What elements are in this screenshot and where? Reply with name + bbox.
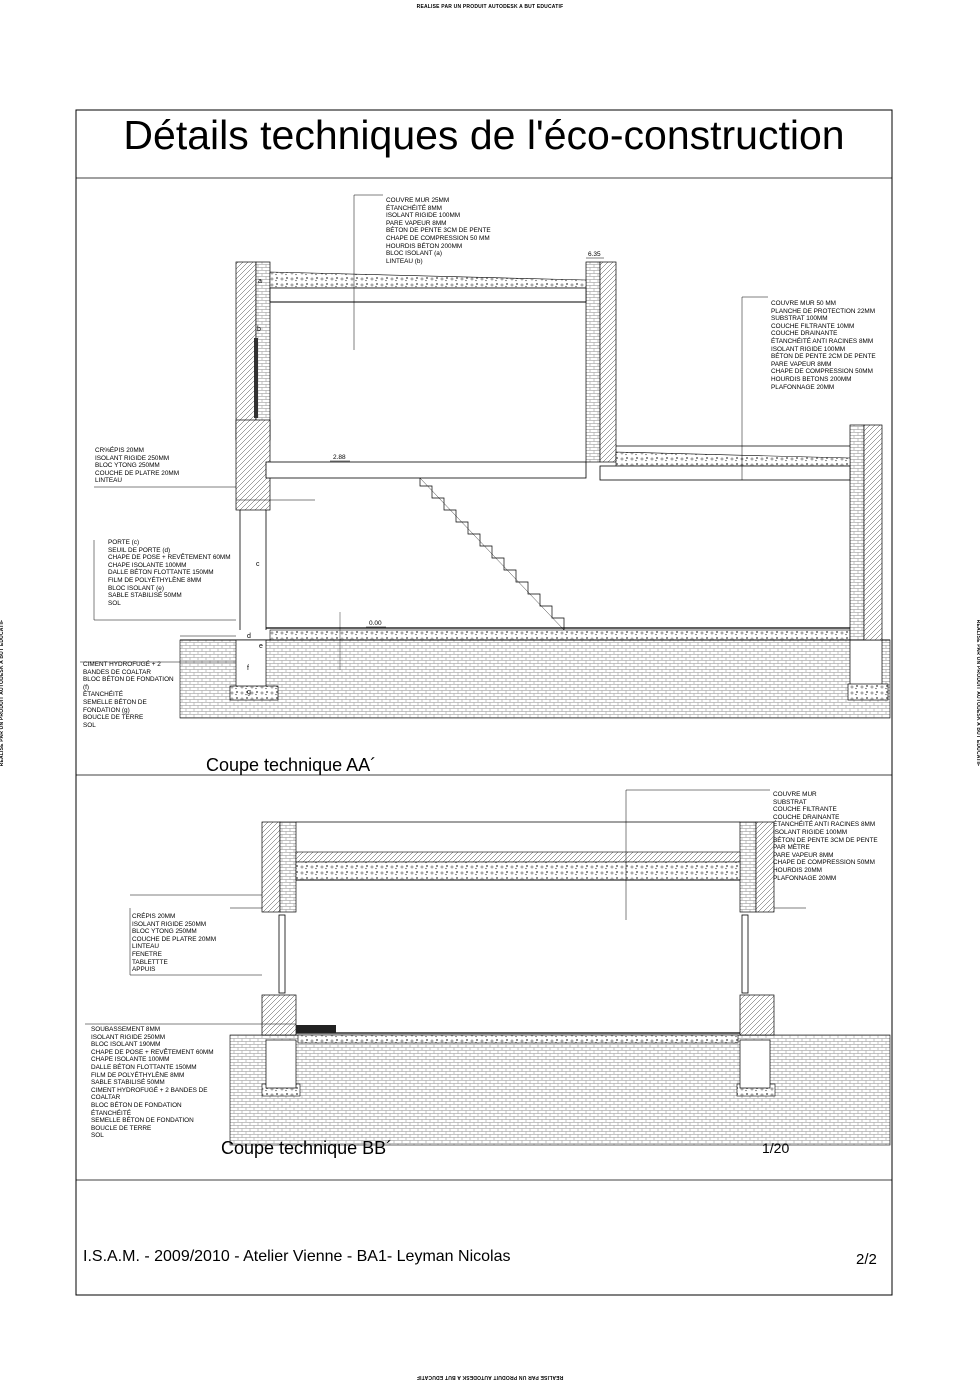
page-title: Détails techniques de l'éco-construction bbox=[123, 112, 845, 158]
section-bb-drawing bbox=[85, 789, 891, 1146]
level-ground: 0.00 bbox=[369, 620, 382, 627]
detail-letter-e: e bbox=[259, 643, 263, 650]
detail-letter-b: b bbox=[257, 326, 261, 333]
page-number: 2/2 bbox=[856, 1251, 877, 1268]
footer-credits: I.S.A.M. - 2009/2010 - Atelier Vienne - … bbox=[83, 1248, 511, 1265]
detail-letter-g: g bbox=[247, 689, 251, 696]
level-floor1: 2.88 bbox=[333, 454, 346, 461]
scale-label: 1/20 bbox=[762, 1140, 790, 1156]
watermark-top: REALISE PAR UN PRODUIT AUTODESK A BUT ED… bbox=[416, 4, 564, 10]
section-bb-title: Coupe technique BB´ bbox=[221, 1138, 393, 1158]
aa-door-note: PORTE (c)SEUIL DE PORTE (d)CHAPE DE POSE… bbox=[108, 539, 231, 607]
detail-letter-a: a bbox=[258, 278, 262, 285]
detail-letter-f: f bbox=[247, 665, 249, 672]
level-roof: 6.35 bbox=[588, 251, 601, 258]
detail-letter-c: c bbox=[256, 561, 260, 568]
section-aa-title: Coupe technique AA´ bbox=[206, 755, 377, 775]
section-aa-drawing: 6.35 2.88 0.00 a b c d e f g bbox=[80, 194, 891, 719]
detail-letter-d: d bbox=[247, 633, 251, 640]
